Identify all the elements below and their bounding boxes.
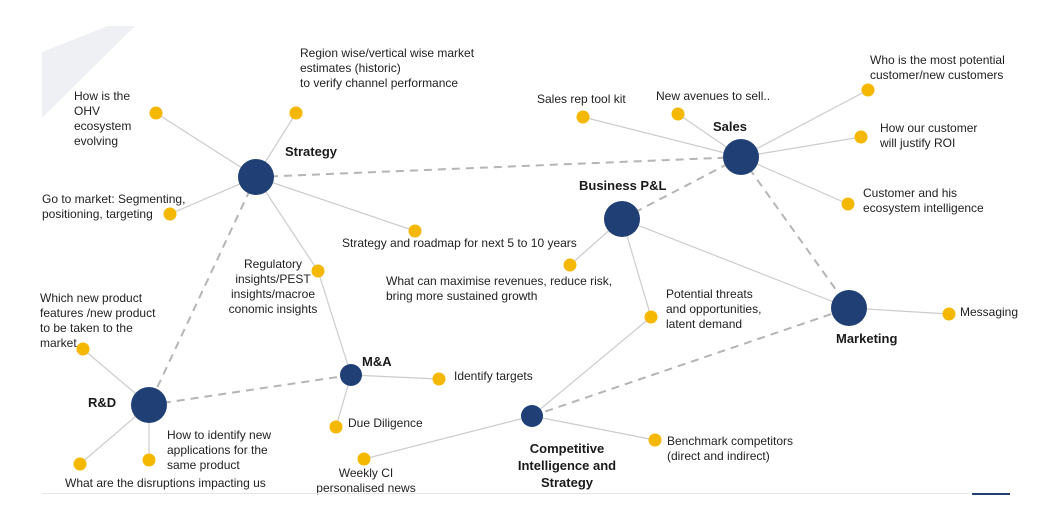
corner-mark bbox=[972, 493, 1010, 495]
leaf-nodes bbox=[73, 83, 956, 471]
leaf-node bbox=[73, 457, 87, 471]
edge bbox=[255, 176, 416, 232]
edge bbox=[621, 218, 850, 309]
rd-node bbox=[131, 387, 167, 423]
revenues-label: What can maximise revenues, reduce risk,… bbox=[386, 274, 613, 303]
regulatory-label: Regulatory insights/PEST insights/macroe… bbox=[228, 257, 318, 316]
dashed-edge bbox=[255, 156, 742, 178]
leaf-node bbox=[357, 452, 371, 466]
avenues-label: New avenues to sell.. bbox=[656, 89, 771, 103]
edge bbox=[155, 112, 257, 178]
messaging-label: Messaging bbox=[960, 305, 1019, 319]
ma-label: M&A bbox=[362, 354, 392, 369]
sales-rep-label: Sales rep tool kit bbox=[537, 92, 626, 106]
benchmark-label: Benchmark competitors (direct and indire… bbox=[667, 434, 794, 463]
leaf-node bbox=[648, 433, 662, 447]
leaf-node bbox=[861, 83, 875, 97]
leaf-node bbox=[841, 197, 855, 211]
applications-label: How to identify new applications for the… bbox=[167, 428, 272, 472]
potential-customer-label: Who is the most potential customer/new c… bbox=[870, 53, 1005, 82]
edge bbox=[740, 89, 869, 158]
leaf-node bbox=[576, 110, 590, 124]
leaf-node bbox=[289, 106, 303, 120]
business-pl-node bbox=[604, 201, 640, 237]
leaf-node bbox=[854, 130, 868, 144]
leaf-node bbox=[142, 453, 156, 467]
ma-node bbox=[340, 364, 362, 386]
leaf-node bbox=[671, 107, 685, 121]
threats-label: Potential threats and opportunities, lat… bbox=[666, 287, 762, 331]
edge bbox=[531, 415, 656, 441]
leaf-node bbox=[163, 207, 177, 221]
sales-label: Sales bbox=[713, 119, 747, 134]
dashed-edges bbox=[148, 156, 850, 417]
marketing-label: Marketing bbox=[836, 331, 898, 346]
leaf-node bbox=[942, 307, 956, 321]
edge bbox=[740, 136, 862, 158]
targets-label: Identify targets bbox=[454, 369, 533, 383]
sales-node bbox=[723, 139, 759, 175]
hub-nodes bbox=[131, 139, 867, 427]
corner-stripe bbox=[42, 26, 135, 118]
edge bbox=[255, 176, 319, 272]
edge bbox=[363, 415, 533, 460]
due-diligence-label: Due Diligence bbox=[348, 416, 423, 430]
gtm-label: Go to market: Segmenting, positioning, t… bbox=[42, 192, 186, 221]
leaf-node bbox=[311, 264, 325, 278]
leaf-node bbox=[76, 342, 90, 356]
edge bbox=[531, 316, 652, 417]
leaf-node bbox=[329, 420, 343, 434]
leaf-node bbox=[408, 224, 422, 238]
ohv-label: How is the OHV ecosystem evolving bbox=[74, 89, 132, 148]
leaf-node bbox=[149, 106, 163, 120]
ci-label: Competitive Intelligence and Strategy bbox=[517, 441, 617, 490]
dashed-edge bbox=[740, 156, 850, 309]
edge bbox=[317, 270, 352, 376]
leaf-node bbox=[563, 258, 577, 272]
rd-label: R&D bbox=[88, 395, 117, 410]
bottom-rule bbox=[42, 493, 970, 494]
business-pl-label: Business P&L bbox=[579, 178, 667, 193]
region-label: Region wise/vertical wise market estimat… bbox=[300, 46, 475, 90]
disruptions-label: What are the disruptions impacting us bbox=[65, 476, 266, 490]
edge bbox=[350, 374, 440, 380]
new-product-label: Which new product features /new product … bbox=[40, 291, 156, 350]
strategy-label: Strategy bbox=[285, 144, 338, 159]
ci-node bbox=[521, 405, 543, 427]
leaf-node bbox=[432, 372, 446, 386]
ecosystem-label: Customer and his ecosystem intelligence bbox=[863, 186, 984, 215]
edge bbox=[740, 156, 849, 205]
marketing-node bbox=[831, 290, 867, 326]
roi-label: How our customer will justify ROI bbox=[880, 121, 978, 150]
roadmap-label: Strategy and roadmap for next 5 to 10 ye… bbox=[342, 236, 577, 250]
strategy-node bbox=[238, 159, 274, 195]
dashed-edge bbox=[148, 374, 352, 406]
weekly-ci-label: Weekly CI personalised news bbox=[316, 466, 416, 495]
leaf-node bbox=[644, 310, 658, 324]
edge bbox=[582, 116, 742, 158]
